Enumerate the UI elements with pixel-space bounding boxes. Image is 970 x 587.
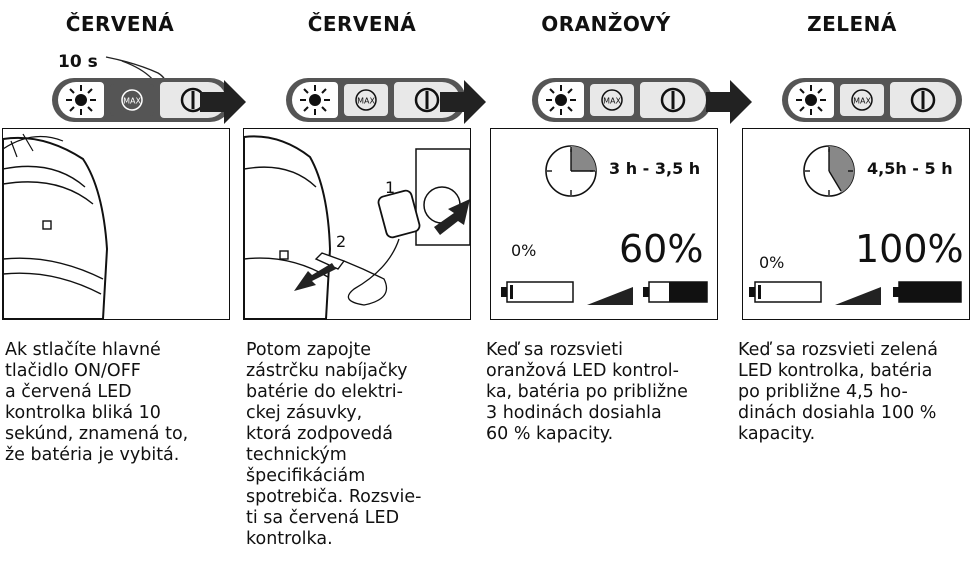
- vacuum-illustration: [2, 128, 230, 320]
- max-icon: MAX: [590, 84, 634, 116]
- charge-status-box: 4,5h - 5 h 0% 100%: [742, 128, 970, 320]
- light-burst-icon: [292, 82, 338, 118]
- battery-icon: [643, 281, 708, 303]
- step-1-description: Ak stlačíte hlavné tlačidlo ON/OFF a čer…: [5, 340, 189, 465]
- start-percent: 0%: [511, 241, 537, 260]
- level-ramp-icon: [835, 287, 881, 305]
- battery-icon: [749, 281, 822, 303]
- power-icon: [640, 82, 706, 118]
- callout-1: 1: [385, 178, 396, 197]
- power-icon: [890, 82, 956, 118]
- step-4-title: ZELENÁ: [807, 12, 897, 36]
- step-2: ČERVENÁ MAX 1 2 Potom zapojte zástrčku n…: [240, 0, 485, 587]
- right-arrow-icon: [200, 78, 248, 130]
- max-icon: MAX: [344, 84, 388, 116]
- control-panel: MAX: [532, 78, 712, 122]
- svg-text:MAX: MAX: [123, 97, 141, 106]
- charge-status-box: 3 h - 3,5 h 0% 60%: [490, 128, 718, 320]
- callout-2: 2: [336, 232, 347, 251]
- step-1-time-hint: 10 s: [58, 52, 98, 72]
- right-arrow-icon: [440, 78, 488, 130]
- step-4-description: Keď sa rozsvieti zelená LED kontrolka, b…: [738, 340, 938, 444]
- light-burst-icon: [788, 82, 834, 118]
- right-arrow-icon: [706, 78, 754, 130]
- step-2-title: ČERVENÁ: [307, 12, 417, 36]
- step-1: ČERVENÁ 10 s MAX Ak stlačíte hlavné tlač…: [0, 0, 240, 587]
- charger-illustration: [243, 128, 471, 320]
- svg-text:MAX: MAX: [357, 97, 375, 106]
- max-icon: MAX: [110, 84, 154, 116]
- control-panel: MAX: [286, 78, 466, 122]
- control-panel: MAX: [782, 78, 962, 122]
- battery-icon: [501, 281, 574, 303]
- light-burst-icon: [58, 82, 104, 118]
- control-panel: MAX: [52, 78, 232, 122]
- clock-icon: [803, 145, 855, 197]
- clock-icon: [545, 145, 597, 197]
- battery-icon: [893, 281, 962, 303]
- step-1-title: ČERVENÁ: [65, 12, 175, 36]
- light-burst-icon: [538, 82, 584, 118]
- start-percent: 0%: [759, 253, 785, 272]
- max-icon: MAX: [840, 84, 884, 116]
- level-ramp-icon: [587, 287, 633, 305]
- step-3-title: ORANŽOVÝ: [541, 12, 671, 36]
- duration-label: 4,5h - 5 h: [867, 159, 953, 178]
- step-3-description: Keď sa rozsvieti oranžová LED kontrol- k…: [486, 340, 688, 444]
- step-2-description: Potom zapojte zástrčku nabíjačky batérie…: [246, 340, 422, 549]
- svg-text:MAX: MAX: [603, 97, 621, 106]
- step-3: ORANŽOVÝ MAX 3 h - 3,5 h 0% 60%: [486, 0, 728, 587]
- duration-label: 3 h - 3,5 h: [609, 159, 701, 178]
- step-4: ZELENÁ MAX 4,5h - 5 h 0% 100%: [736, 0, 970, 587]
- end-percent: 60%: [619, 227, 704, 271]
- end-percent: 100%: [855, 227, 964, 271]
- svg-text:MAX: MAX: [853, 97, 871, 106]
